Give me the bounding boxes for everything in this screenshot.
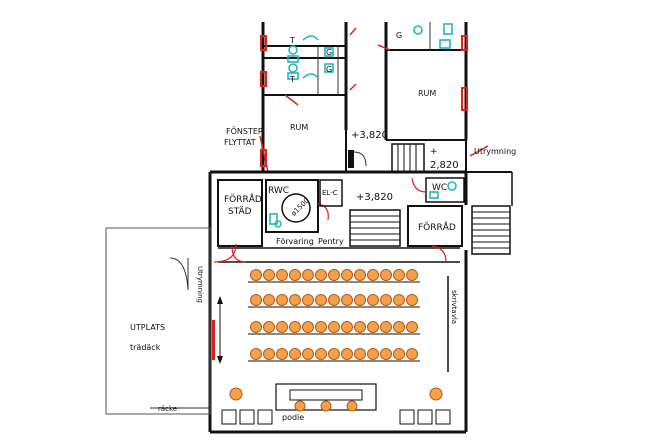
chair: [328, 321, 340, 333]
chair: [380, 321, 392, 333]
toilet-label-2: T: [289, 75, 295, 84]
chair: [341, 321, 353, 333]
chair: [302, 348, 314, 360]
wc-right: WC: [411, 177, 465, 203]
corridor: +3,820 + 2,820 Utrymning: [345, 130, 516, 173]
rwc-label: RWC: [268, 186, 289, 196]
utrymning-left-label: Utrymning: [196, 266, 204, 303]
chair: [302, 321, 314, 333]
el-c-label: EL-C: [322, 189, 338, 197]
chair: [393, 294, 405, 306]
forrad-right-label: FÖRRÅD: [418, 221, 456, 233]
chair: [380, 348, 392, 360]
upper-left-block: T T G G RUM FÖNSTER FLYTTAT: [224, 22, 357, 173]
chair: [341, 294, 353, 306]
chair: [263, 294, 275, 306]
flyttat-label: FLYTTAT: [224, 138, 256, 147]
skrivtavla-label: skrivtavla: [450, 290, 458, 324]
chair: [276, 348, 288, 360]
wc-label: WC: [432, 183, 447, 193]
chair: [354, 348, 366, 360]
chair: [367, 269, 379, 281]
rum-right-label: RUM: [418, 89, 436, 98]
chair: [263, 348, 275, 360]
main-hall: skrivtavla: [212, 243, 458, 372]
main-walls: [208, 170, 468, 434]
chair: [393, 269, 405, 281]
chair: [341, 269, 353, 281]
chair: [406, 348, 418, 360]
chair: [328, 348, 340, 360]
chair: [367, 348, 379, 360]
electrical-closet: EL-C: [319, 179, 343, 207]
storage-right: FÖRRÅD: [407, 205, 463, 263]
tradack-label: trädäck: [130, 343, 161, 352]
chair: [276, 321, 288, 333]
pentry-label: Pentry: [318, 237, 344, 246]
chair: [276, 294, 288, 306]
chair: [276, 269, 288, 281]
forrad-stad-label-2: STÄD: [228, 206, 252, 217]
outdoor-deck: UTPLATS trädäck räcke Utrymning: [105, 227, 211, 415]
chair: [380, 269, 392, 281]
chair: [289, 348, 301, 360]
rum-left-label: RUM: [290, 123, 308, 132]
elevation-3820-a: +3,820: [351, 130, 388, 141]
podium: podie: [275, 383, 377, 422]
chair: [289, 269, 301, 281]
chair: [354, 321, 366, 333]
chair: [367, 294, 379, 306]
exterior-stairs-right: [471, 172, 513, 255]
toilet-label-1: T: [289, 36, 295, 45]
chair: [367, 321, 379, 333]
upper-right-block: G RUM: [377, 22, 468, 141]
chair: [406, 321, 418, 333]
chair: [406, 294, 418, 306]
chair: [354, 294, 366, 306]
chair: [315, 294, 327, 306]
accessible-wc: RWC ø1500: [265, 179, 329, 233]
forrad-stad-label-1: FÖRRÅD: [224, 193, 262, 205]
chair: [250, 321, 262, 333]
elevation-3820-b: +3,820: [356, 192, 393, 203]
chair-rows: [248, 269, 420, 362]
g-label-1: G: [326, 48, 332, 57]
chair: [302, 294, 314, 306]
chair: [328, 294, 340, 306]
chair: [263, 321, 275, 333]
chair: [354, 269, 366, 281]
chair: [406, 269, 418, 281]
utplats-label: UTPLATS: [130, 323, 165, 332]
fonster-label: FÖNSTER: [226, 126, 264, 136]
front-seating: [221, 387, 451, 425]
elevation-plus: +: [430, 147, 438, 157]
storage-cleaning-room: FÖRRÅD STÄD: [217, 179, 263, 263]
utrymning-right-label: Utrymning: [474, 147, 516, 156]
central-stairs: +3,820: [349, 192, 401, 247]
chair: [250, 269, 262, 281]
chair: [289, 321, 301, 333]
g-label-2: G: [326, 65, 332, 74]
chair: [380, 294, 392, 306]
chair: [393, 348, 405, 360]
forvaring-label: Förvaring: [276, 237, 314, 246]
racke-label: räcke: [158, 405, 177, 413]
podie-label: podie: [282, 413, 304, 422]
g-label-3: G: [396, 31, 402, 40]
chair: [250, 294, 262, 306]
chair: [328, 269, 340, 281]
chair: [393, 321, 405, 333]
chair: [341, 348, 353, 360]
chair: [263, 269, 275, 281]
chair: [302, 269, 314, 281]
chair: [315, 348, 327, 360]
chair: [289, 294, 301, 306]
chair: [315, 321, 327, 333]
chair: [315, 269, 327, 281]
elevation-2820: 2,820: [430, 160, 459, 171]
chair: [250, 348, 262, 360]
